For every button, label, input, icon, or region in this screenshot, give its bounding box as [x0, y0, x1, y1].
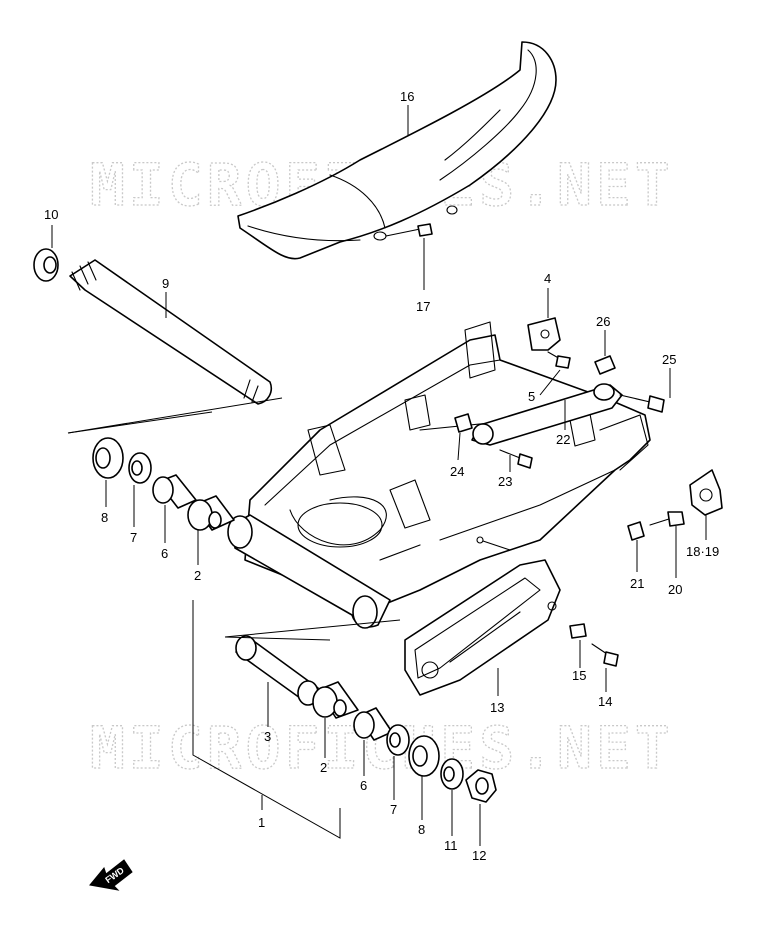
assembly-guide-lines: [67, 397, 401, 641]
callout-5: 5: [528, 389, 535, 404]
callout-3: 3: [264, 729, 271, 744]
part-5-bolt: [547, 351, 571, 369]
callout-10: 10: [44, 207, 58, 222]
part-6-spacer-right: [353, 707, 393, 741]
callout-17: 17: [416, 299, 430, 314]
callout-22: 22: [556, 432, 570, 447]
leader-lines: [51, 105, 707, 846]
callout-2-right: 2: [320, 760, 327, 775]
callout-7-right: 7: [390, 802, 397, 817]
forward-direction-arrow-icon: FWD: [89, 859, 133, 891]
callout-16: 16: [400, 89, 414, 104]
callout-2-left: 2: [194, 568, 201, 583]
part-8-seal-left: [92, 437, 124, 479]
callout-8-left: 8: [101, 510, 108, 525]
callout-labels: 16 10 9 17 4 5 26 25 22 24 23 18·19 21 2…: [44, 89, 719, 863]
part-13-chain-buffer: [404, 559, 561, 696]
callout-15: 15: [572, 668, 586, 683]
callout-23: 23: [498, 474, 512, 489]
part-15-collar: [569, 623, 587, 639]
callout-1: 1: [258, 815, 265, 830]
part-14-bolt: [591, 643, 619, 667]
part-7-washer-right: [386, 724, 410, 756]
part-2-bearing-right: [312, 681, 359, 719]
callout-9: 9: [162, 276, 169, 291]
callout-6-right: 6: [360, 778, 367, 793]
callout-6-left: 6: [161, 546, 168, 561]
part-20-bolt: [649, 511, 685, 527]
part-21-nut: [627, 521, 645, 541]
part-2-bearing-left: [187, 495, 235, 531]
part-7-washer-left: [128, 452, 152, 484]
callout-4: 4: [544, 271, 551, 286]
part-24-nut: [454, 413, 473, 433]
part-26-nut: [594, 355, 616, 375]
callout-21: 21: [630, 576, 644, 591]
callout-14: 14: [598, 694, 612, 709]
part-11-washer: [440, 758, 464, 790]
callout-12: 12: [472, 848, 486, 863]
callout-26: 26: [596, 314, 610, 329]
part-23-bolt: [499, 449, 533, 469]
part-3-pivot-collar: [235, 635, 319, 706]
callout-20: 20: [668, 582, 682, 597]
part-17-screw: [385, 223, 433, 237]
callout-24: 24: [450, 464, 464, 479]
part-9-pivot-shaft: [69, 259, 273, 405]
part-10-nut: [33, 248, 59, 282]
part-8-seal-right: [408, 735, 440, 777]
part-16-chain-cover: [237, 41, 557, 260]
part-22-torque-link: [471, 383, 623, 446]
part-25-bolt: [619, 394, 665, 413]
part-1-bracket: [192, 600, 341, 839]
callout-18-19: 18·19: [686, 544, 719, 559]
part-6-spacer-left: [152, 474, 197, 509]
callout-8-right: 8: [418, 822, 425, 837]
callout-13: 13: [490, 700, 504, 715]
part-1-swingarm: [227, 321, 651, 629]
part-12-nut: [465, 769, 497, 803]
part-18-19-pad: [689, 469, 723, 516]
callout-7-left: 7: [130, 530, 137, 545]
callout-25: 25: [662, 352, 676, 367]
callout-11: 11: [444, 838, 458, 853]
part-4-bracket: [527, 317, 561, 351]
